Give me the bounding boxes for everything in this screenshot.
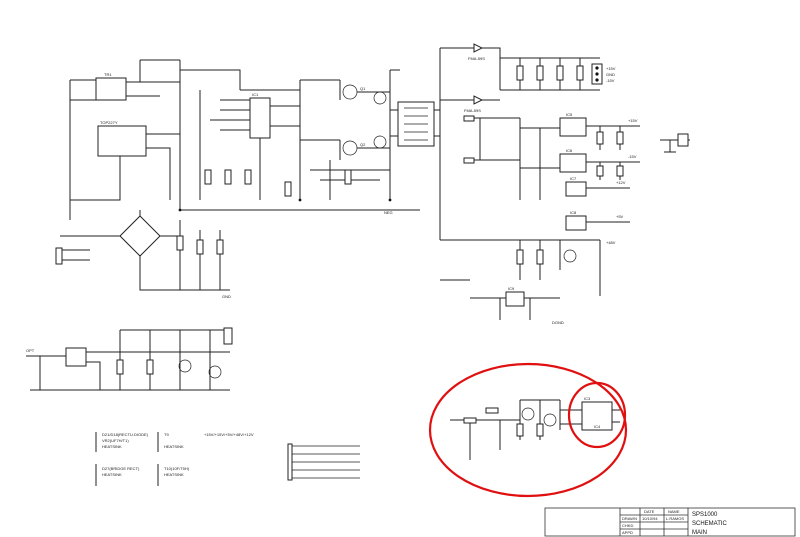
connector-j1 [677, 133, 689, 147]
label-opt: OPT [26, 348, 35, 353]
highlight-circle-outer [428, 362, 628, 498]
transistor-48v [563, 249, 577, 263]
label-v5: +5V [616, 214, 624, 219]
label-ic2: TOP227Y [100, 120, 118, 125]
transistor-q2 [342, 140, 358, 156]
title-row-appd: APPD [622, 530, 633, 535]
legend-5: HEATSINK [102, 472, 122, 477]
label-ic3: IC3 [584, 396, 591, 401]
label-ic9: IC9 [508, 286, 515, 291]
connector-label-2: GND [606, 72, 615, 77]
label-ic6: IC6 [566, 148, 573, 153]
ic5-regulator [559, 117, 587, 137]
bridge-diode [119, 215, 161, 257]
center-transformer [390, 47, 470, 281]
label-ic8: IC8 [570, 210, 577, 215]
legend-9: HEATSINK [164, 472, 184, 477]
label-fma: FMA-59S [468, 56, 485, 61]
title-date-value: 10/10/94 [642, 516, 658, 521]
legend: D21/D18(RECTU.DIODE) VR2(UF7H/T1) HEATSI… [95, 432, 360, 486]
ic8-regulator [565, 215, 587, 231]
regulator-section: IC5 IC6 IC7 IC8 +15V -15V +12V +5V [463, 112, 690, 231]
label-q2: Q2 [360, 142, 366, 147]
label-v12: +12V [616, 180, 626, 185]
title-row-drawn: DRAWN [622, 516, 637, 521]
label-ic4: IC4 [594, 424, 601, 429]
label-ic5: IC5 [566, 112, 573, 117]
drawing-title-2: SCHEMATIC [692, 521, 728, 527]
label-vdc: +48V [606, 240, 616, 245]
ic-top227 [97, 125, 147, 157]
label-ic1: IC1 [252, 92, 259, 97]
legend-10: +15V/+15V/+5V/+48V/+12V [204, 432, 254, 437]
label-gnd: GND [222, 294, 231, 299]
optocoupler [65, 347, 87, 367]
label-fma2: FMA-59S [464, 108, 481, 113]
transistor-q1 [342, 84, 358, 100]
top-rectifier: FMA-59S FMA-59S +15V GND -15V [464, 43, 616, 113]
ic6-regulator [559, 153, 587, 173]
legend-2: VR2(UF7H/T1) [102, 438, 129, 443]
label-tr1: TR1 [104, 72, 112, 77]
drawing-title-3: MAIN [692, 530, 707, 536]
connector-j2 [223, 327, 233, 345]
vdc-48-section: +48V IC9 DGND [470, 239, 616, 325]
label-q1: Q1 [360, 86, 366, 91]
ic9-regulator [505, 291, 525, 307]
highlight-circle-inner [567, 381, 627, 449]
transformer-tr1 [95, 77, 127, 101]
ic7-regulator [565, 181, 587, 197]
highlighted-subcircuit: IC3 IC4 [428, 362, 628, 498]
legend-3: HEATSINK [102, 444, 122, 449]
legend-8: T10(10F/T5H) [164, 466, 190, 471]
bridge-rectifier: GND [55, 210, 231, 299]
label-ic7: IC7 [570, 176, 577, 181]
label-dgnd: DGND [552, 320, 564, 325]
label-neg: NEG [384, 210, 393, 215]
title-block: DATE NAME DRAWN CHKD APPD 10/10/94 L.RAM… [544, 507, 796, 537]
ac-input-connector [55, 247, 63, 265]
title-row-chkd: CHKD [622, 523, 633, 528]
label-vpos: +15V [628, 118, 638, 123]
connector-label-3: -15V [606, 78, 615, 83]
title-col-name: NAME [668, 509, 680, 514]
label-vneg: -15V [628, 154, 637, 159]
ic1-block [249, 97, 271, 139]
connector-label-1: +15V [606, 66, 616, 71]
legend-1: D21/D18(RECTU.DIODE) [102, 432, 149, 437]
legend-4: D27(BRIDGE RECT) [102, 466, 140, 471]
legend-7: HEATSINK [164, 444, 184, 449]
ic3-highlighted [581, 401, 613, 431]
title-name-value: L.RAMOS [666, 516, 684, 521]
title-col-date: DATE [644, 509, 655, 514]
drawing-title-1: SPS1000 [692, 512, 718, 518]
opto-section: OPT [26, 327, 233, 391]
legend-6: T9 [164, 432, 169, 437]
primary-section: TR1 TOP227Y IC1 Q1 Q2 NEG [69, 59, 420, 220]
mosfet-1 [373, 91, 387, 105]
mosfet-2 [373, 135, 387, 149]
